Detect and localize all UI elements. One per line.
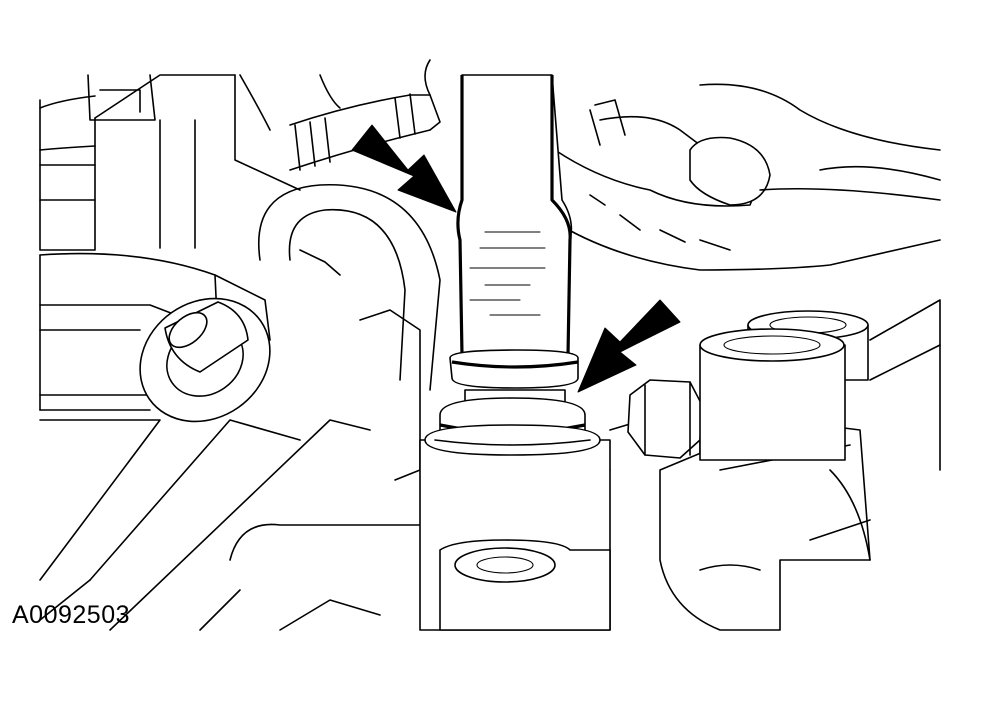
pinion-oil-seal[interactable] bbox=[425, 398, 600, 455]
steering-gear-housing bbox=[360, 310, 610, 630]
arrow-to-tool-icon bbox=[352, 125, 456, 212]
technician-hands bbox=[240, 75, 940, 270]
frame-lower-left bbox=[40, 420, 420, 630]
hex-nut bbox=[628, 380, 702, 458]
curved-hose bbox=[259, 185, 440, 390]
mounting-bolt-left bbox=[116, 273, 294, 446]
callout-arrows bbox=[352, 125, 680, 392]
arrow-to-seal-icon bbox=[578, 300, 680, 392]
pipe-fittings-right bbox=[700, 311, 868, 460]
figure-id-label: A0092503 bbox=[12, 601, 131, 629]
seal-installer-tool[interactable] bbox=[450, 75, 578, 405]
